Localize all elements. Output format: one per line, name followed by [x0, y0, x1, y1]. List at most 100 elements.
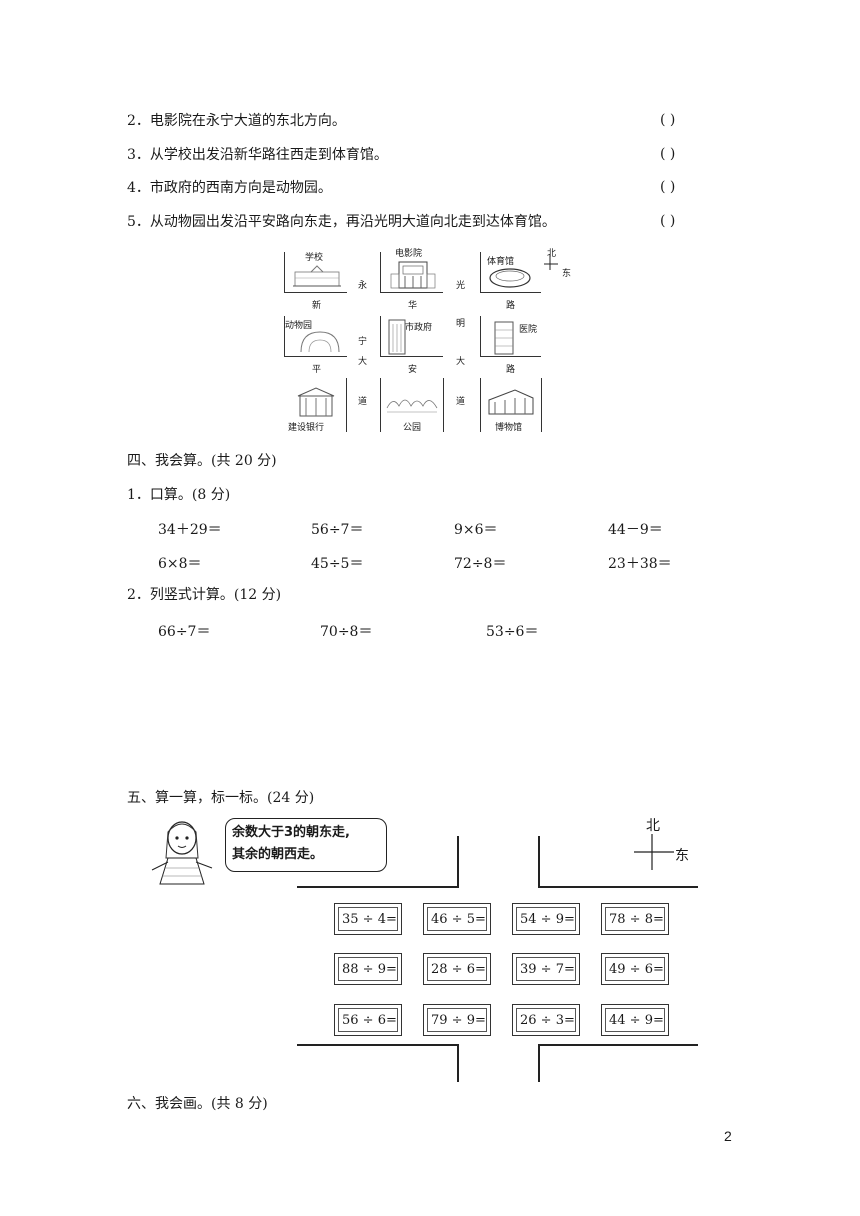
speech-bubble: 余数大于3的朝东走, 其余的朝西走。: [225, 818, 387, 872]
street-ping: 平: [312, 365, 322, 375]
park-picture: [386, 399, 438, 413]
gym-picture: [489, 268, 531, 288]
vertical-3: 53÷6＝: [486, 624, 539, 640]
street-da1: 大: [358, 357, 368, 367]
compass-east-label: 东: [675, 848, 689, 864]
section4-title: 四、我会算。(共 20 分): [127, 453, 277, 469]
street-yong: 永: [358, 281, 368, 291]
road-line-right-bottom-h: [538, 1044, 698, 1046]
street-ming: 明: [456, 319, 466, 329]
section6-title: 六、我会画。(共 8 分): [127, 1096, 268, 1112]
division-box[interactable]: 56 ÷ 6=: [334, 1004, 402, 1036]
answer-paren-5[interactable]: ( ): [660, 213, 676, 229]
road-line-left-top-h: [297, 886, 459, 888]
road-line-left-bottom-h: [297, 1044, 459, 1046]
road-line-right-top-h: [538, 886, 698, 888]
division-expr: 79 ÷ 9=: [427, 1008, 487, 1032]
division-box[interactable]: 46 ÷ 5=: [423, 903, 491, 935]
school-picture: [293, 265, 341, 287]
hospital-picture: [494, 321, 514, 355]
division-box[interactable]: 78 ÷ 8=: [601, 903, 669, 935]
compass-icon: [634, 834, 674, 870]
road-line-right-bottom: [538, 1044, 540, 1082]
division-expr: 54 ÷ 9=: [516, 907, 576, 931]
road-line-left-top: [457, 836, 459, 886]
answer-paren-4[interactable]: ( ): [660, 179, 676, 195]
street-an: 安: [408, 365, 418, 375]
division-expr: 56 ÷ 6=: [338, 1008, 398, 1032]
zoo-picture: [300, 331, 340, 353]
school-label: 学校: [305, 253, 324, 263]
street-lu1: 路: [506, 301, 516, 311]
oral-6: 45÷5＝: [311, 556, 364, 572]
city-hall-picture: [388, 319, 406, 355]
street-da2: 大: [456, 357, 466, 367]
division-box[interactable]: 54 ÷ 9=: [512, 903, 580, 935]
gym-label: 体育馆: [487, 257, 515, 267]
museum-label: 博物馆: [495, 423, 523, 433]
division-box[interactable]: 49 ÷ 6=: [601, 953, 669, 985]
vertical-1: 66÷7＝: [158, 624, 211, 640]
judgment-4: 4．市政府的西南方向是动物园。: [127, 180, 332, 196]
compass-north-label: 北: [646, 818, 660, 834]
street-ning: 宁: [358, 337, 368, 347]
map-compass-north: 北: [547, 249, 557, 259]
map-cell-park: 公园: [380, 378, 444, 433]
street-guang: 光: [456, 281, 466, 291]
cinema-picture: [390, 261, 436, 289]
vertical-2: 70÷8＝: [320, 624, 373, 640]
division-box[interactable]: 35 ÷ 4=: [334, 903, 402, 935]
street-hua: 华: [408, 301, 418, 311]
page-number: 2: [724, 1128, 732, 1144]
bubble-line-1: 余数大于3的朝东走,: [232, 825, 350, 840]
division-box[interactable]: 28 ÷ 6=: [423, 953, 491, 985]
oral-2: 56÷7＝: [311, 522, 364, 538]
map-cell-city-hall: 市政府: [380, 316, 443, 357]
section5-title: 五、算一算，标一标。(24 分): [127, 790, 315, 806]
division-expr: 46 ÷ 5=: [427, 907, 487, 931]
map-cell-gym: 体育馆: [480, 252, 541, 293]
bank-picture: [297, 387, 335, 417]
division-box[interactable]: 88 ÷ 9=: [334, 953, 402, 985]
division-expr: 35 ÷ 4=: [338, 907, 398, 931]
map-cell-hospital: 医院: [480, 316, 541, 357]
division-expr: 39 ÷ 7=: [516, 957, 576, 981]
division-expr: 28 ÷ 6=: [427, 957, 487, 981]
map-cell-cinema: 电影院: [380, 249, 443, 293]
map-cell-zoo: 动物园: [284, 316, 347, 357]
map-compass-east: 东: [562, 269, 572, 279]
vertical-calc-title: 2．列竖式计算。(12 分): [127, 587, 282, 603]
road-line-right-top: [538, 836, 540, 886]
division-box[interactable]: 79 ÷ 9=: [423, 1004, 491, 1036]
division-box[interactable]: 26 ÷ 3=: [512, 1004, 580, 1036]
road-line-left-bottom: [457, 1044, 459, 1082]
oral-5: 6×8＝: [158, 556, 202, 572]
zoo-label: 动物园: [285, 321, 313, 331]
division-box[interactable]: 44 ÷ 9=: [601, 1004, 669, 1036]
division-expr: 78 ÷ 8=: [605, 907, 665, 931]
oral-calc-title: 1．口算。(8 分): [127, 487, 231, 503]
division-box[interactable]: 39 ÷ 7=: [512, 953, 580, 985]
judgment-3: 3．从学校出发沿新华路往西走到体育馆。: [127, 147, 388, 163]
cinema-label: 电影院: [395, 249, 423, 259]
oral-8: 23＋38＝: [608, 556, 672, 572]
division-expr: 26 ÷ 3=: [516, 1008, 576, 1032]
division-expr: 88 ÷ 9=: [338, 957, 398, 981]
girl-illustration: [151, 821, 213, 885]
map-cell-museum: 博物馆: [480, 378, 542, 433]
map-compass: [544, 254, 558, 270]
street-dao2: 道: [456, 397, 466, 407]
park-label: 公园: [403, 423, 422, 433]
city-map: 学校 电影院 体育馆 北 东 新 华 路 永 宁 大 道 光 明 大: [284, 246, 571, 434]
answer-paren-2[interactable]: ( ): [660, 112, 676, 128]
judgment-5: 5．从动物园出发沿平安路向东走，再沿光明大道向北走到达体育馆。: [127, 214, 556, 230]
bank-label: 建设银行: [288, 423, 325, 433]
judgment-2: 2．电影院在永宁大道的东北方向。: [127, 113, 346, 129]
division-expr: 49 ÷ 6=: [605, 957, 665, 981]
division-expr: 44 ÷ 9=: [605, 1008, 665, 1032]
bubble-line-2: 其余的朝西走。: [232, 847, 324, 862]
oral-4: 44－9＝: [608, 522, 663, 538]
street-lu2: 路: [506, 365, 516, 375]
answer-paren-3[interactable]: ( ): [660, 146, 676, 162]
map-cell-school: 学校: [284, 252, 347, 293]
